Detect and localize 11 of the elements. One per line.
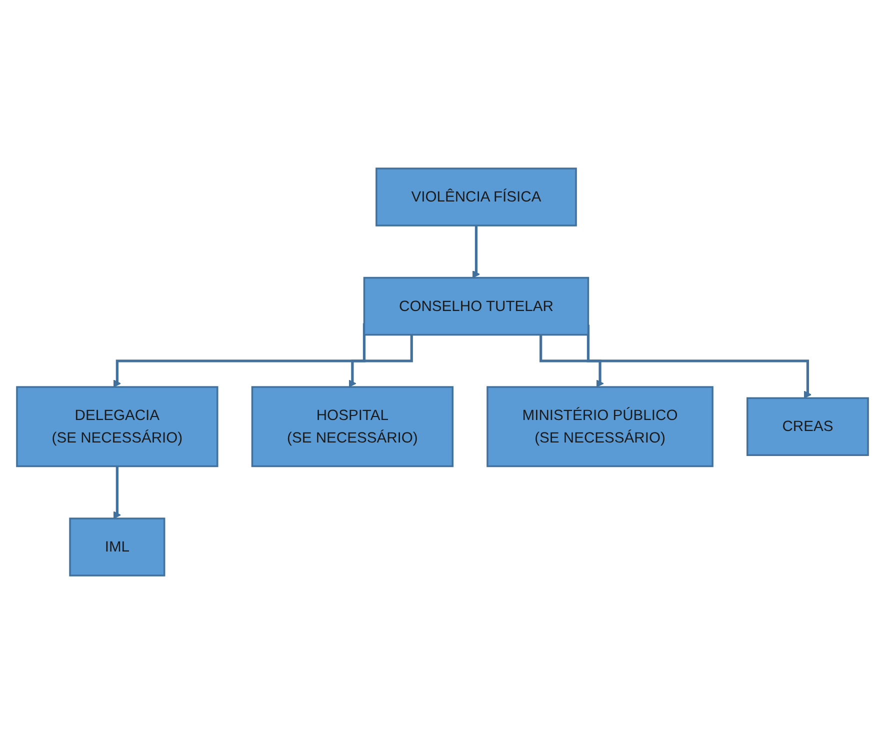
node-box: CREAS xyxy=(746,397,869,456)
node-box: CONSELHO TUTELAR xyxy=(363,276,590,336)
node-box: VIOLÊNCIA FÍSICA xyxy=(376,168,577,226)
arrow xyxy=(348,334,413,388)
node-box: MINISTÉRIO PÚBLICO (SE NECESSÁRIO) xyxy=(486,386,714,468)
arrow xyxy=(113,466,121,519)
node-box: DELEGACIA (SE NECESSÁRIO) xyxy=(16,386,218,468)
arrow xyxy=(540,334,604,388)
arrow xyxy=(472,226,480,278)
node-box: IML xyxy=(69,518,166,576)
node-box: HOSPITAL (SE NECESSÁRIO) xyxy=(251,386,454,468)
